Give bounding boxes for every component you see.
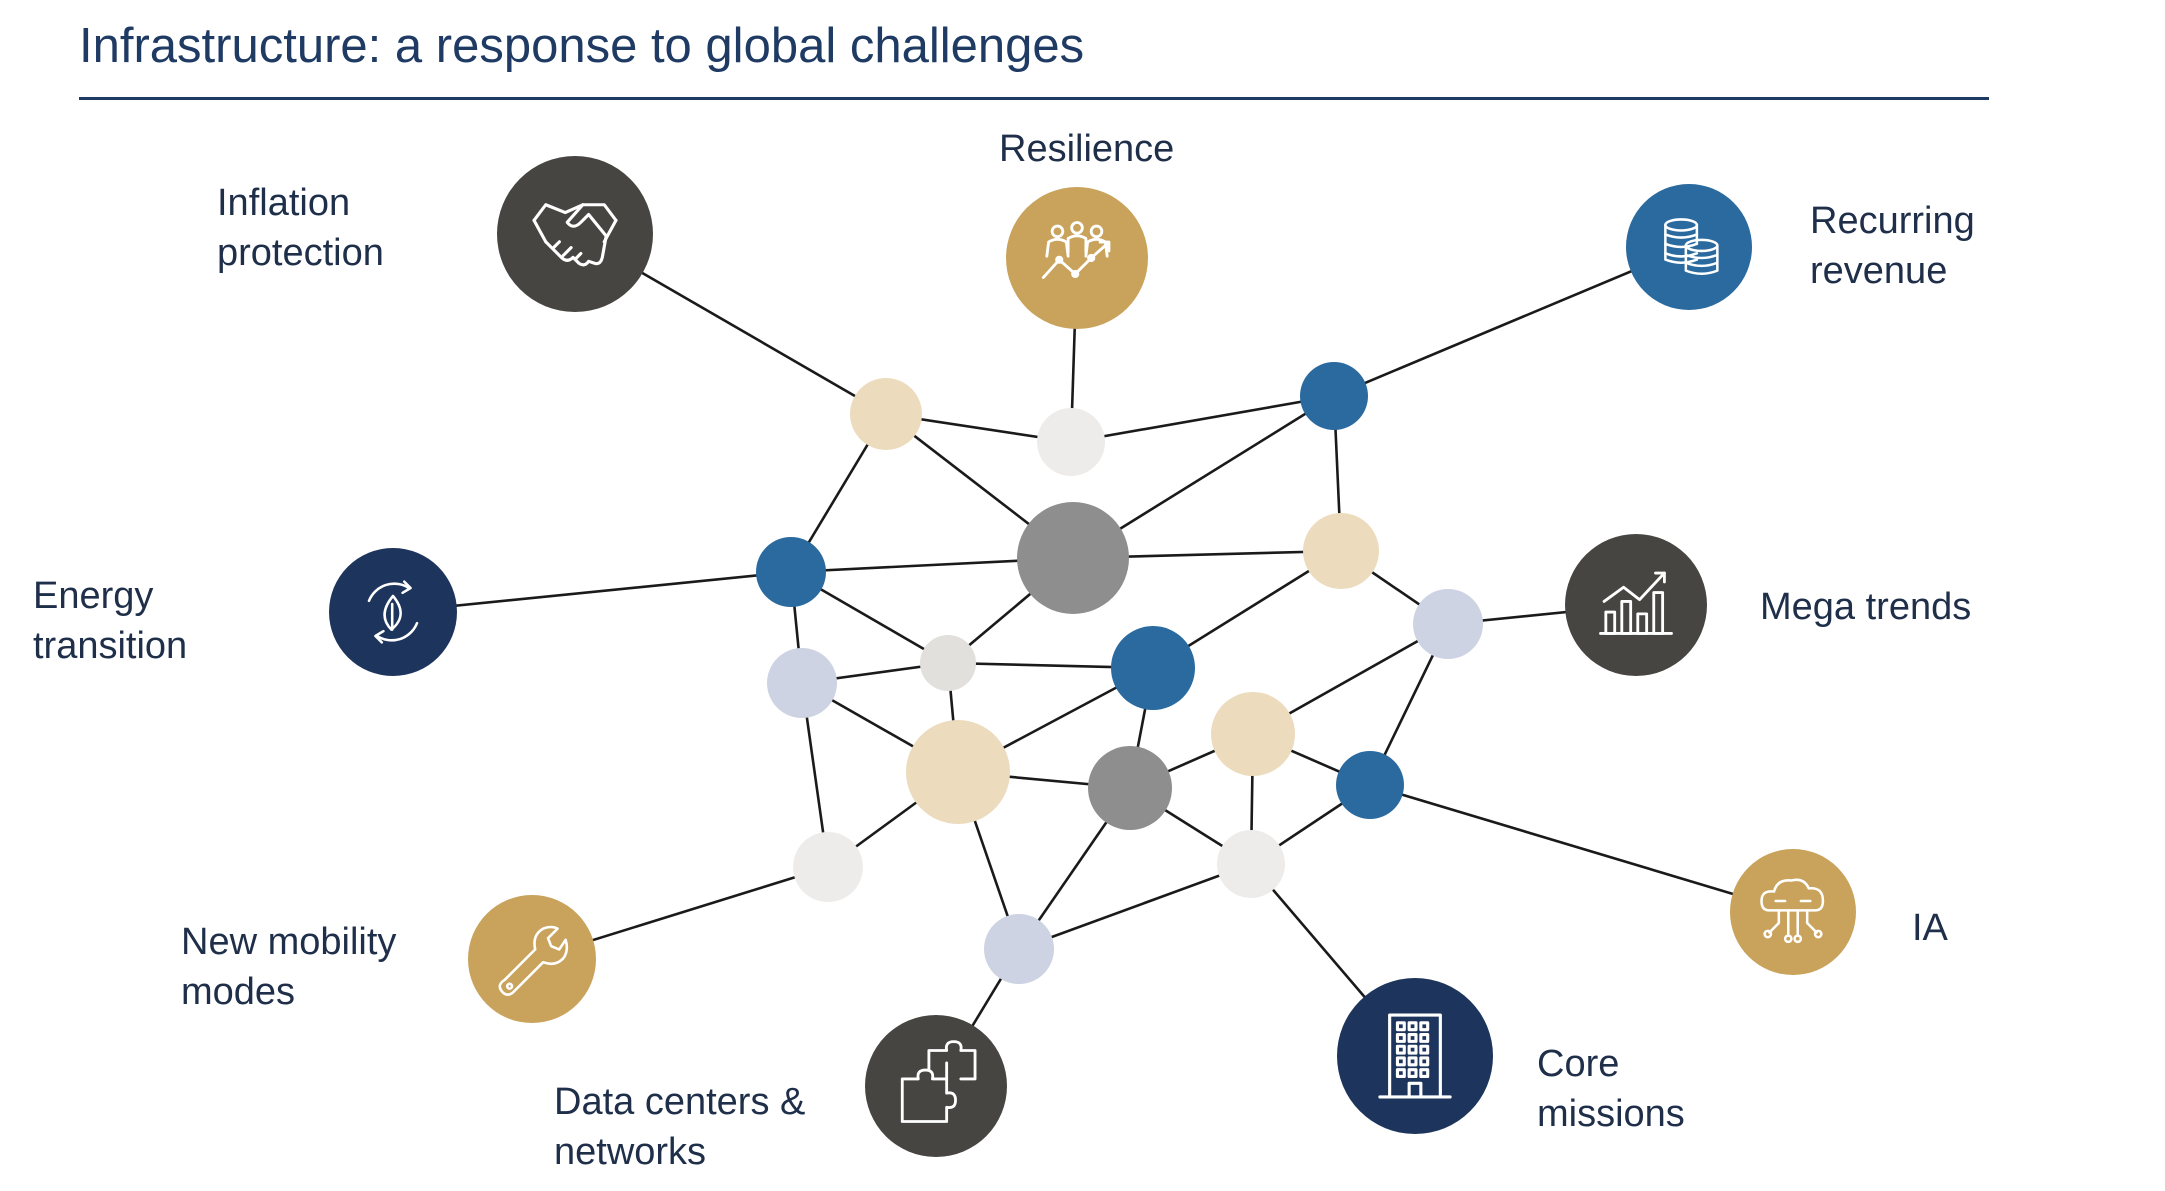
label-datacenters: Data centers &networks	[554, 1081, 806, 1173]
theme-circle-resilience	[1006, 187, 1148, 329]
network-node-n15	[793, 832, 863, 902]
theme-hubs	[329, 156, 1856, 1157]
network-node-n16	[1217, 830, 1285, 898]
network-node-n4	[756, 537, 826, 607]
network-node-n13	[1088, 746, 1172, 830]
wrench-icon	[498, 925, 569, 996]
bar-chart-trend-icon	[1599, 571, 1673, 635]
theme-datacenters	[865, 1015, 1007, 1157]
network-node-n11	[1211, 692, 1295, 776]
theme-mobility	[468, 895, 596, 1023]
theme-circle-datacenters	[865, 1015, 1007, 1157]
edge-energy-n4	[392, 570, 792, 614]
theme-recurring	[1626, 184, 1752, 310]
handshake-icon	[532, 203, 618, 267]
puzzle-icon	[900, 1040, 977, 1123]
label-ia: IA	[1912, 907, 1948, 949]
network-edges	[392, 232, 1794, 1087]
theme-circle-inflation	[497, 156, 653, 312]
theme-resilience	[1006, 187, 1148, 329]
network-node-n12	[906, 720, 1010, 824]
coins-stack-icon	[1664, 218, 1719, 276]
network-node-n1	[850, 378, 922, 450]
network-node-n7	[767, 648, 837, 718]
theme-energy	[329, 548, 457, 676]
label-resilience: Resilience	[999, 128, 1175, 170]
title-underline	[79, 97, 1989, 100]
network-node-n3	[1300, 362, 1368, 430]
network-node-n6	[1303, 513, 1379, 589]
edge-n16-n17	[1018, 862, 1252, 951]
theme-core	[1337, 978, 1493, 1134]
network-node-n5	[1017, 502, 1129, 614]
cloud-circuit-icon	[1760, 878, 1825, 944]
theme-inflation	[497, 156, 653, 312]
theme-circle-mega	[1565, 534, 1707, 676]
edge-recurring-n3	[1333, 245, 1690, 398]
network-node-n2	[1037, 408, 1105, 476]
theme-circle-mobility	[468, 895, 596, 1023]
edge-n2-n3	[1070, 394, 1335, 444]
network-node-n14	[1336, 751, 1404, 819]
page-title: Infrastructure: a response to global cha…	[79, 19, 1085, 73]
theme-mega	[1565, 534, 1707, 676]
network-nodes	[756, 362, 1483, 984]
theme-circle-ia	[1730, 849, 1856, 975]
network-node-n10	[1111, 626, 1195, 710]
theme-circle-core	[1337, 978, 1493, 1134]
theme-ia	[1730, 849, 1856, 975]
network-node-n17	[984, 914, 1054, 984]
network-node-n8	[1413, 589, 1483, 659]
recycle-leaf-icon	[367, 580, 419, 644]
resilience-team-chart-icon	[1041, 221, 1111, 279]
network-node-n9	[920, 635, 976, 691]
edge-ia-n14	[1369, 783, 1794, 914]
office-building-icon	[1378, 1013, 1452, 1099]
label-mega: Mega trends	[1760, 586, 1972, 628]
